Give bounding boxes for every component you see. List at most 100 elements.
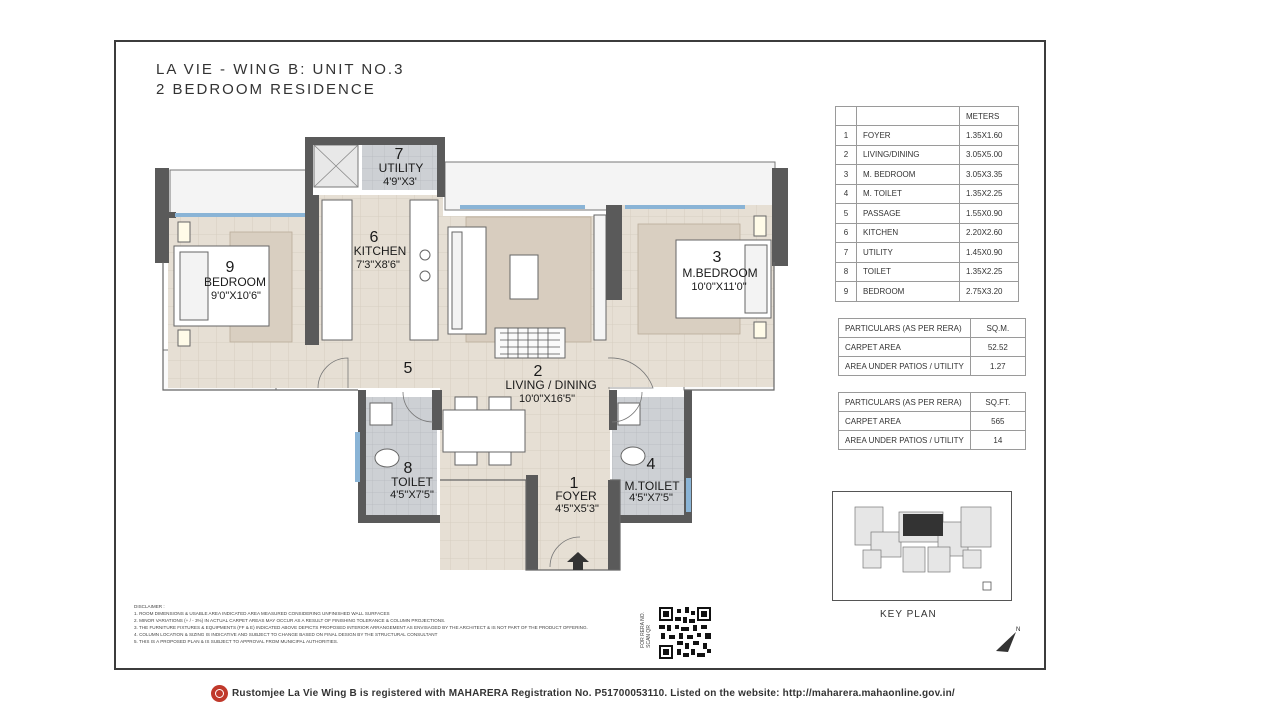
room-number: 9: [835, 281, 857, 302]
bedroom-name: BEDROOM: [204, 275, 266, 289]
table-row: CARPET AREA 565: [838, 411, 1026, 431]
room-number: 3: [835, 164, 857, 185]
row-value: 52.52: [969, 337, 1026, 357]
room-name: TOILET: [856, 261, 960, 282]
master-toilet-number: 4: [647, 456, 656, 473]
room-name: UTILITY: [856, 242, 960, 263]
table-row: AREA UNDER PATIOS / UTILITY 1.27: [838, 356, 1026, 376]
title-line-1: LA VIE - WING B: UNIT NO.3: [156, 61, 405, 78]
room-number: 7: [835, 242, 857, 263]
disclaimer-line: 2. MINOR VARIATIONS (+ / - 3%) IN ACTUAL…: [134, 618, 446, 623]
room-label-master-bedroom: 3 M.BEDROOM 10'0"X11'0": [682, 249, 757, 293]
room-size: 1.35X2.25: [959, 261, 1019, 282]
furniture: [173, 199, 772, 468]
kitchen-dimension: 7'3"X8'6": [356, 259, 400, 271]
meters-header: METERS: [959, 106, 1019, 126]
disclaimer-line: 1. ROOM DIMENSIONS & USABLE AREA INDICAT…: [134, 611, 390, 616]
toilet-name: TOILET: [391, 475, 433, 489]
plan-title: LA VIE - WING B: UNIT NO.3 2 BEDROOM RES…: [156, 60, 404, 100]
title-line-2: 2 BEDROOM RESIDENCE: [156, 81, 376, 98]
room-label-foyer: 1 FOYER 4'5"X5'3": [555, 475, 599, 515]
bedroom-number: 9: [226, 259, 235, 276]
disclaimer: DISCLAIMER : 1. ROOM DIMENSIONS & USABLE…: [134, 603, 588, 645]
row-label: AREA UNDER PATIOS / UTILITY: [838, 430, 971, 450]
room-number: 8: [835, 261, 857, 282]
room-label-living: 2 LIVING / DINING 10'0"X16'5": [505, 363, 596, 405]
living-dimension: 10'0"X16'5": [519, 393, 575, 405]
row-value: 1.27: [969, 356, 1026, 376]
room-label-master-toilet: 4 M.TOILET 4'5"X7'5": [624, 456, 680, 504]
room-label-utility: 7 UTILITY 4'9"X3': [379, 146, 424, 188]
master-toilet-dimension: 4'5"X7'5": [629, 492, 673, 504]
row-label: AREA UNDER PATIOS / UTILITY: [838, 356, 971, 376]
room-size: 2.20X2.60: [959, 222, 1019, 243]
unit-header: SQ.FT.: [969, 392, 1026, 412]
room-name: LIVING/DINING: [856, 144, 960, 165]
disclaimer-line: 3. THE FURNITURE FIXTURES & EQUIPMENTS (…: [134, 625, 588, 630]
north-arrow-icon: N: [996, 627, 1020, 652]
logo-icon: [211, 685, 228, 702]
room-number: 5: [835, 203, 857, 224]
table-row: AREA UNDER PATIOS / UTILITY 14: [838, 430, 1026, 450]
room-label-kitchen: 6 KITCHEN 7'3"X8'6": [354, 229, 407, 271]
master-bedroom-number: 3: [713, 249, 722, 266]
room-size: 1.35X1.60: [959, 125, 1019, 146]
room-name: BEDROOM: [856, 281, 960, 302]
room-size: 1.35X2.25: [959, 183, 1019, 204]
svg-text:N: N: [1016, 627, 1020, 633]
row-value: 565: [969, 411, 1026, 431]
living-name: LIVING / DINING: [505, 378, 596, 392]
table-header-row: METERS: [835, 106, 1019, 126]
room-size: 1.55X0.90: [959, 203, 1019, 224]
table-header-row: PARTICULARS (AS PER RERA) SQ.FT.: [838, 392, 1026, 412]
kitchen-name: KITCHEN: [354, 244, 407, 258]
particulars-header: PARTICULARS (AS PER RERA): [838, 392, 971, 412]
door-swings: [317, 357, 654, 568]
living-number: 2: [534, 363, 543, 380]
area-table-sqft: PARTICULARS (AS PER RERA) SQ.FT. CARPET …: [838, 392, 1026, 450]
qr-label: FOR RERA NO. SCAN QR: [640, 612, 652, 648]
room-label-toilet: 8 TOILET 4'5"X7'5": [390, 460, 434, 501]
master-bedroom-name: M.BEDROOM: [682, 266, 757, 280]
room-label-bedroom: 9 BEDROOM 9'0"X10'6": [204, 259, 266, 302]
utility-dimension: 4'9"X3': [383, 176, 417, 188]
table-header-row: PARTICULARS (AS PER RERA) SQ.M.: [838, 318, 1026, 338]
utility-name: UTILITY: [379, 161, 424, 175]
room-name: KITCHEN: [856, 222, 960, 243]
room-number: 4: [835, 183, 857, 204]
row-label: CARPET AREA: [838, 337, 971, 357]
room-name: FOYER: [856, 125, 960, 146]
table-row: CARPET AREA 52.52: [838, 337, 1026, 357]
foyer-name: FOYER: [555, 489, 597, 503]
qr-label-line-2: SCAN QR: [646, 625, 652, 648]
foyer-number: 1: [570, 475, 579, 492]
windows: [175, 205, 745, 512]
disclaimer-line: 4. COLUMN LOCATION & SIZING IS INDICATIV…: [134, 632, 438, 637]
walls: [155, 137, 788, 570]
master-bedroom-dimension: 10'0"X11'0": [691, 281, 746, 293]
room-size: 3.05X5.00: [959, 144, 1019, 165]
entry-arrow-icon: [567, 552, 589, 570]
key-plan-label: KEY PLAN: [880, 609, 937, 620]
bedroom-dimension: 9'0"X10'6": [211, 290, 261, 302]
key-plan: [832, 491, 1012, 601]
key-plan-drawing: [854, 506, 992, 591]
toilet-dimension: 4'5"X7'5": [390, 489, 434, 501]
particulars-header: PARTICULARS (AS PER RERA): [838, 318, 971, 338]
room-name: M. BEDROOM: [856, 164, 960, 185]
registration-footer: Rustomjee La Vie Wing B is registered wi…: [232, 688, 955, 699]
disclaimer-heading: DISCLAIMER :: [134, 604, 165, 609]
room-number: 2: [835, 144, 857, 165]
row-label: CARPET AREA: [838, 411, 971, 431]
room-name: PASSAGE: [856, 203, 960, 224]
room-size: 1.45X0.90: [959, 242, 1019, 263]
qr-code-icon[interactable]: [659, 607, 711, 659]
disclaimer-line: 5. THIS IS A PROPOSED PLAN & IS SUBJECT …: [134, 639, 339, 644]
